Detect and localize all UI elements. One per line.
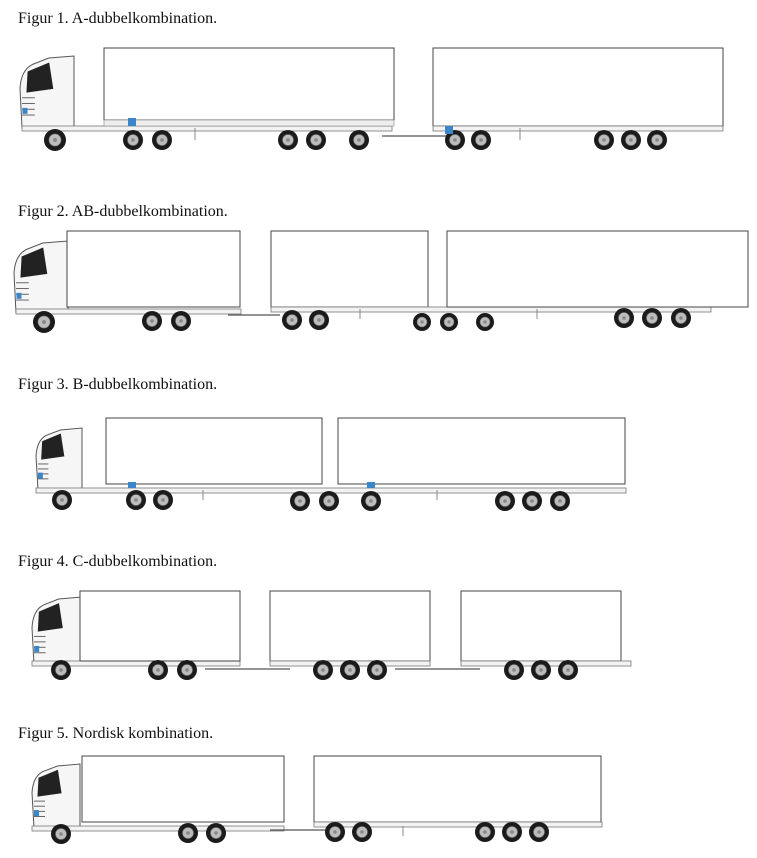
cargo-box xyxy=(460,590,622,662)
figure-5-nordic-combination xyxy=(31,755,603,844)
wheel xyxy=(671,308,691,328)
wheel xyxy=(142,311,162,331)
cargo-box xyxy=(337,417,626,485)
wheel xyxy=(340,660,360,680)
figure-4-c-double-combination xyxy=(31,590,632,680)
wheel xyxy=(495,491,515,511)
wheel xyxy=(278,130,298,150)
wheel xyxy=(178,823,198,843)
wheel xyxy=(642,308,662,328)
wheel xyxy=(621,130,641,150)
wheel xyxy=(550,491,570,511)
wheel xyxy=(349,130,369,150)
wheel xyxy=(309,310,329,330)
wheel xyxy=(594,130,614,150)
chassis-frame xyxy=(15,308,242,315)
wheel xyxy=(313,660,333,680)
wheel xyxy=(361,491,381,511)
coupling-point xyxy=(128,118,136,126)
wheel xyxy=(367,660,387,680)
figure-1-caption: Figur 1. A-dubbelkombination. xyxy=(18,10,218,27)
chassis-frame xyxy=(21,125,393,132)
wheel xyxy=(282,310,302,330)
wheel xyxy=(152,130,172,150)
wheel xyxy=(148,660,168,680)
cab-window xyxy=(37,603,63,632)
figure-4-caption: Figur 4. C-dubbelkombination. xyxy=(18,553,218,570)
wheel xyxy=(206,823,226,843)
wheel xyxy=(44,129,66,151)
figure-3-b-double-combination xyxy=(35,417,627,511)
chassis-frame xyxy=(313,821,603,828)
wheel xyxy=(171,311,191,331)
cab-light xyxy=(37,472,43,479)
chassis-frame xyxy=(432,125,724,132)
cab-window xyxy=(26,62,54,93)
wheel xyxy=(153,490,173,510)
fifth-wheel-marker xyxy=(128,482,136,488)
cargo-box xyxy=(270,230,429,308)
cargo-box xyxy=(446,230,749,308)
cargo-box xyxy=(432,47,724,127)
cab-window xyxy=(41,433,65,460)
cargo-box xyxy=(79,590,241,662)
figure-2-ab-double-combination xyxy=(13,230,749,333)
cargo-box xyxy=(269,590,431,662)
wheel xyxy=(445,130,465,150)
wheel xyxy=(413,313,431,331)
wheel xyxy=(475,822,495,842)
wheel xyxy=(126,490,146,510)
wheel xyxy=(290,491,310,511)
figure-3-caption: Figur 3. B-dubbelkombination. xyxy=(18,376,218,393)
wheel xyxy=(647,130,667,150)
wheel xyxy=(614,308,634,328)
figure-1-a-double-combination xyxy=(19,47,724,151)
wheel xyxy=(529,822,549,842)
wheel xyxy=(476,313,494,331)
trailer-underframe xyxy=(103,119,395,127)
cargo-box xyxy=(313,755,602,823)
cab-window xyxy=(37,769,62,797)
wheel xyxy=(51,824,71,844)
dolly-coupling-point xyxy=(445,126,453,134)
cargo-box xyxy=(66,230,241,308)
wheel xyxy=(123,130,143,150)
wheel xyxy=(504,660,524,680)
wheel xyxy=(177,660,197,680)
link-coupling-marker xyxy=(367,482,375,488)
wheel xyxy=(352,822,372,842)
cab-light xyxy=(16,292,22,299)
wheel xyxy=(558,660,578,680)
figure-2-caption: Figur 2. AB-dubbelkombination. xyxy=(18,203,228,220)
cargo-box xyxy=(103,47,395,121)
wheel xyxy=(306,130,326,150)
wheel xyxy=(522,491,542,511)
wheel xyxy=(33,311,55,333)
wheel xyxy=(471,130,491,150)
wheel xyxy=(52,490,72,510)
wheel xyxy=(531,660,551,680)
wheel xyxy=(319,491,339,511)
cargo-box xyxy=(81,755,285,823)
cab-light xyxy=(34,645,40,652)
wheel xyxy=(325,822,345,842)
wheel xyxy=(502,822,522,842)
wheel xyxy=(51,660,71,680)
cab-light xyxy=(22,107,28,114)
wheel xyxy=(440,313,458,331)
chassis-frame xyxy=(31,825,285,832)
cab-light xyxy=(34,810,39,817)
cargo-box xyxy=(105,417,323,485)
cab-window xyxy=(20,247,48,278)
figure-5-caption: Figur 5. Nordisk kombination. xyxy=(18,725,214,742)
